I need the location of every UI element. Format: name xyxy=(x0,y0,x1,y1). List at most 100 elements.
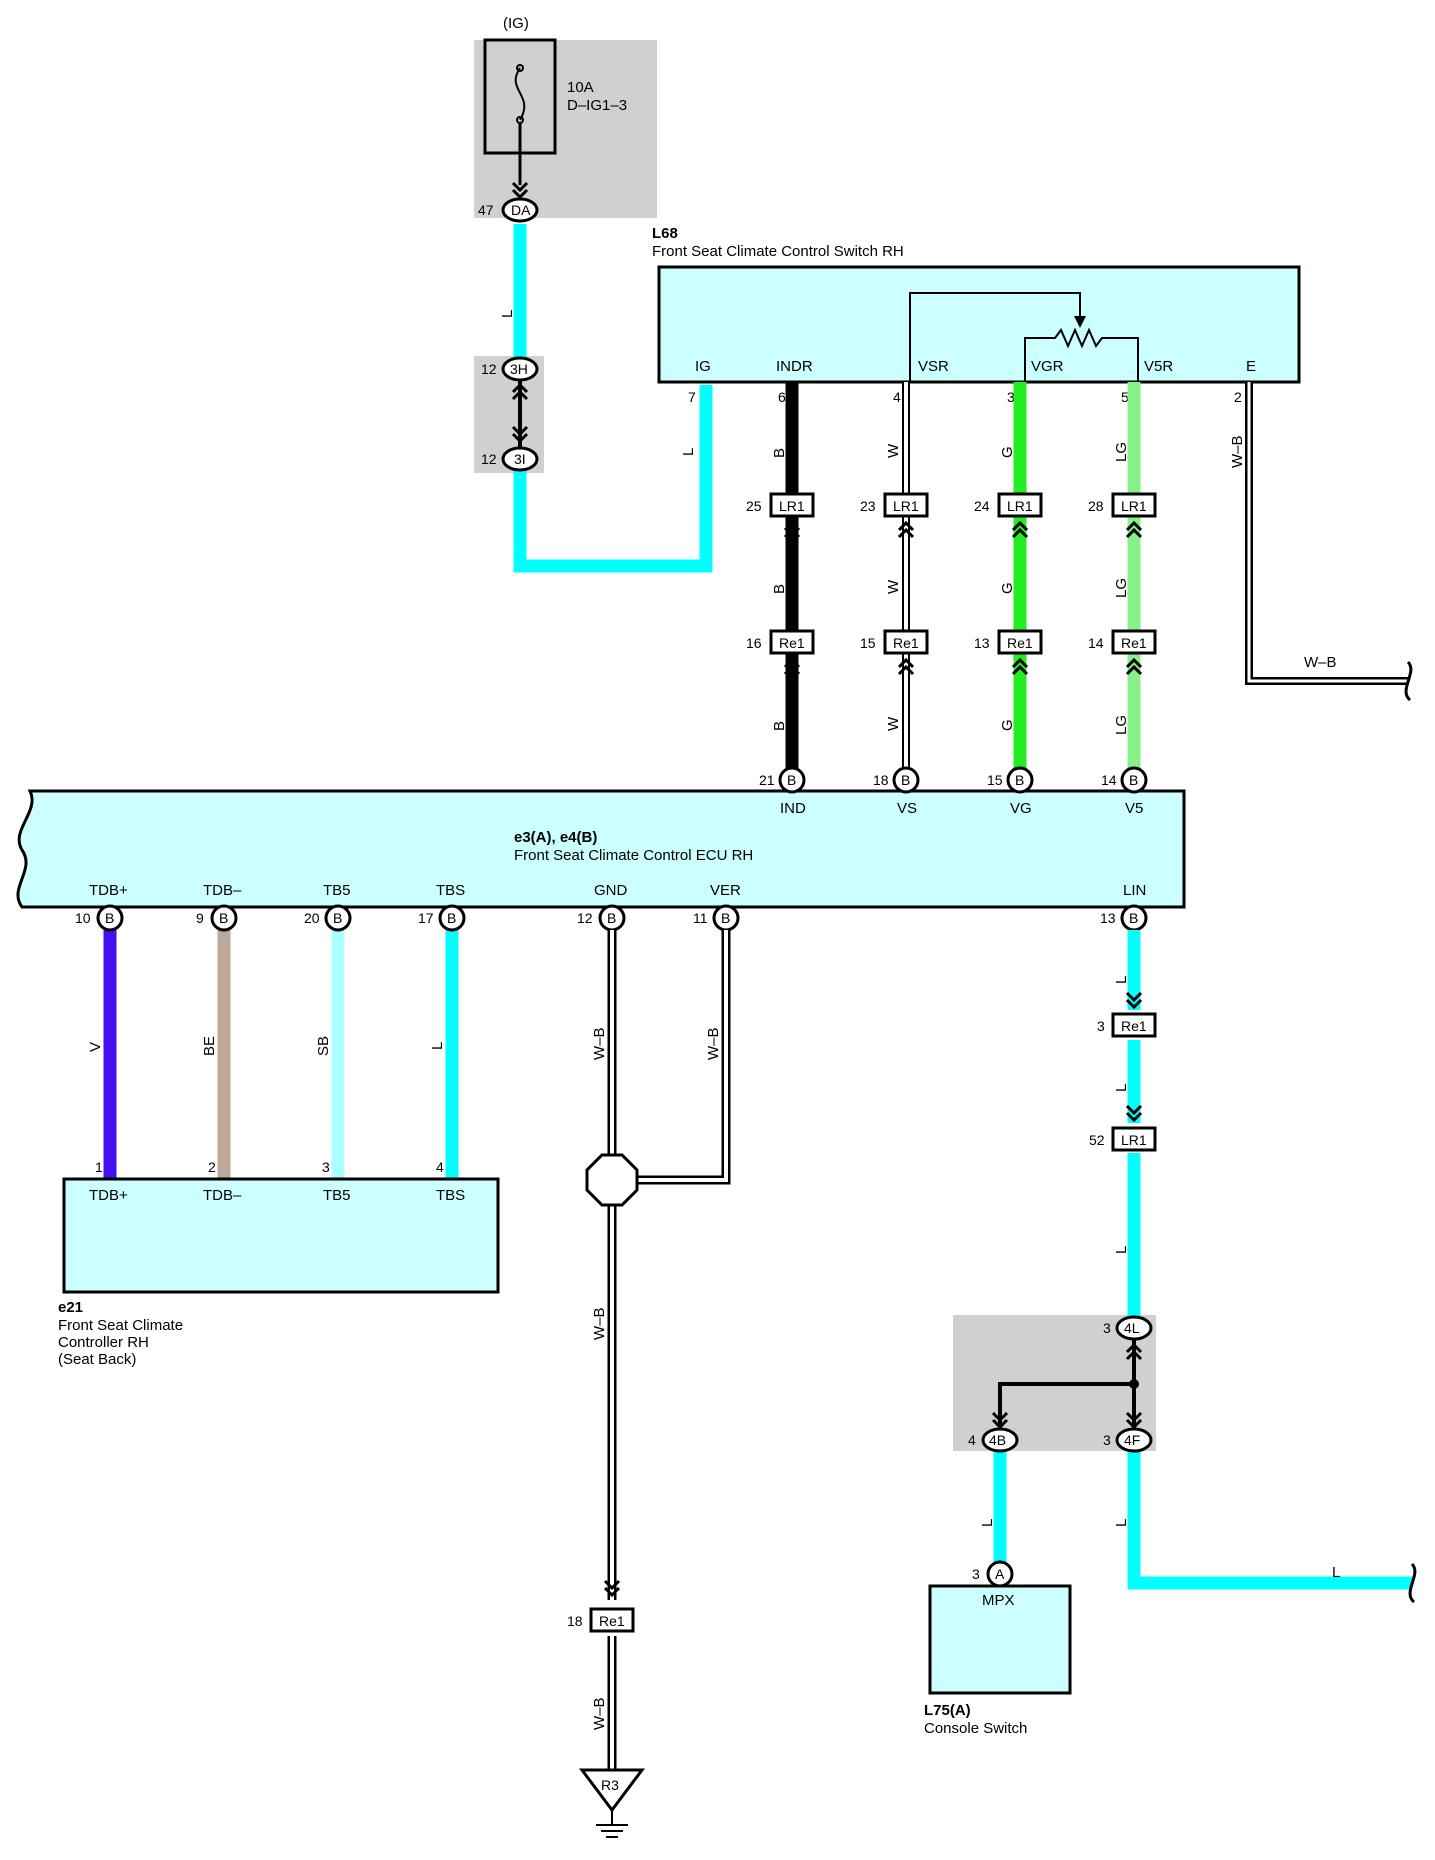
svg-text:18: 18 xyxy=(873,772,889,788)
junction-re1 xyxy=(997,629,1043,655)
svg-text:Re1: Re1 xyxy=(779,635,805,651)
svg-text:1: 1 xyxy=(95,1159,103,1175)
svg-text:4: 4 xyxy=(436,1159,444,1175)
svg-text:LR1: LR1 xyxy=(779,498,805,514)
svg-text:L: L xyxy=(979,1519,996,1527)
svg-text:12: 12 xyxy=(481,361,497,377)
svg-text:SB: SB xyxy=(315,1036,332,1056)
svg-text:Front Seat Climate: Front Seat Climate xyxy=(58,1317,183,1334)
svg-text:W–B: W–B xyxy=(591,1027,608,1060)
connector-3i xyxy=(501,446,539,472)
ground-label: R3 xyxy=(601,1777,619,1793)
junction-re1 xyxy=(883,629,929,655)
svg-text:LG: LG xyxy=(1113,578,1130,598)
svg-text:B: B xyxy=(901,772,910,788)
svg-text:5: 5 xyxy=(1121,389,1129,405)
svg-text:A: A xyxy=(995,1566,1005,1582)
svg-text:15: 15 xyxy=(860,635,876,651)
svg-text:3I: 3I xyxy=(514,451,526,467)
svg-text:DA: DA xyxy=(511,202,531,218)
svg-text:V5: V5 xyxy=(1125,800,1143,817)
svg-text:3: 3 xyxy=(1007,389,1015,405)
svg-text:TDB–: TDB– xyxy=(203,1187,242,1204)
connector-4l xyxy=(1115,1315,1153,1341)
svg-text:Re1: Re1 xyxy=(1121,1018,1147,1034)
ecu-code: e3(A), e4(B) xyxy=(514,829,597,846)
fuse-name: D–IG1–3 xyxy=(567,97,627,114)
svg-text:12: 12 xyxy=(481,451,497,467)
svg-text:V: V xyxy=(87,1042,104,1052)
svg-text:W: W xyxy=(885,579,902,594)
splice-dot xyxy=(1129,1379,1139,1389)
svg-text:B: B xyxy=(1015,772,1024,788)
svg-text:B: B xyxy=(105,910,114,926)
svg-text:13: 13 xyxy=(974,635,990,651)
junction-re1 xyxy=(1111,629,1157,655)
svg-text:VSR: VSR xyxy=(918,358,949,375)
svg-text:G: G xyxy=(999,719,1016,731)
ecu-bottom-terminals: B 10 B 9 B 20 B 17 B 12 B 11 B 13 xyxy=(75,904,1148,932)
svg-text:TBS: TBS xyxy=(436,882,465,899)
svg-text:W–B: W–B xyxy=(591,1307,608,1340)
svg-text:Re1: Re1 xyxy=(1121,635,1147,651)
svg-text:W–B: W–B xyxy=(591,1697,608,1730)
svg-text:VG: VG xyxy=(1010,800,1032,817)
svg-text:TB5: TB5 xyxy=(323,1187,351,1204)
svg-text:GND: GND xyxy=(594,882,628,899)
svg-text:3: 3 xyxy=(1097,1018,1105,1034)
svg-text:17: 17 xyxy=(418,910,434,926)
svg-text:Re1: Re1 xyxy=(893,635,919,651)
potentiometer-icon xyxy=(1024,327,1139,382)
svg-text:B: B xyxy=(333,910,342,926)
svg-text:L: L xyxy=(1113,976,1130,984)
svg-text:23: 23 xyxy=(860,498,876,514)
ecu-name: Front Seat Climate Control ECU RH xyxy=(514,847,753,864)
svg-text:52: 52 xyxy=(1089,1132,1105,1148)
svg-text:W–B: W–B xyxy=(1304,654,1337,671)
svg-text:L: L xyxy=(1113,1084,1130,1092)
junction-lr1-lin xyxy=(1111,1126,1157,1152)
svg-text:4: 4 xyxy=(893,389,901,405)
wire-ig xyxy=(513,224,713,573)
junction-lr1 xyxy=(997,492,1043,518)
svg-text:MPX: MPX xyxy=(982,1592,1015,1609)
svg-text:W–B: W–B xyxy=(705,1027,722,1060)
svg-text:14: 14 xyxy=(1101,772,1117,788)
svg-text:B: B xyxy=(1129,910,1138,926)
svg-text:IG: IG xyxy=(695,358,711,375)
svg-text:B: B xyxy=(219,910,228,926)
switch-l68 xyxy=(657,265,1301,384)
svg-text:B: B xyxy=(721,910,730,926)
svg-text:3: 3 xyxy=(1103,1432,1111,1448)
svg-text:VGR: VGR xyxy=(1031,358,1064,375)
svg-text:G: G xyxy=(999,446,1016,458)
svg-text:E: E xyxy=(1246,358,1256,375)
junction-re1-row: Re1 16 Re1 15 Re1 13 Re1 14 xyxy=(746,629,1157,655)
svg-text:VS: VS xyxy=(897,800,917,817)
svg-text:TDB–: TDB– xyxy=(203,882,242,899)
svg-text:14: 14 xyxy=(1088,635,1104,651)
svg-text:Re1: Re1 xyxy=(599,1613,625,1629)
svg-text:B: B xyxy=(771,448,788,458)
svg-text:10: 10 xyxy=(75,910,91,926)
svg-text:47: 47 xyxy=(478,202,494,218)
connector-da xyxy=(501,197,539,223)
svg-text:3: 3 xyxy=(1103,1320,1111,1336)
svg-text:IND: IND xyxy=(780,800,806,817)
svg-text:B: B xyxy=(771,721,788,731)
wire-e xyxy=(1245,382,1408,685)
svg-text:INDR: INDR xyxy=(776,358,813,375)
svg-text:W: W xyxy=(885,443,902,458)
svg-text:TBS: TBS xyxy=(436,1187,465,1204)
svg-text:Controller RH: Controller RH xyxy=(58,1334,149,1351)
heater-code: e21 xyxy=(58,1299,83,1316)
svg-text:L: L xyxy=(680,448,697,456)
switch-name: Front Seat Climate Control Switch RH xyxy=(652,243,904,260)
heater-e21 xyxy=(62,1177,500,1294)
svg-text:7: 7 xyxy=(688,389,696,405)
console-switch-l75 xyxy=(928,1584,1072,1695)
ground-splice xyxy=(585,1153,639,1207)
svg-text:4L: 4L xyxy=(1124,1320,1140,1336)
connector-4f xyxy=(1115,1427,1153,1453)
junction-lr1 xyxy=(1111,492,1157,518)
